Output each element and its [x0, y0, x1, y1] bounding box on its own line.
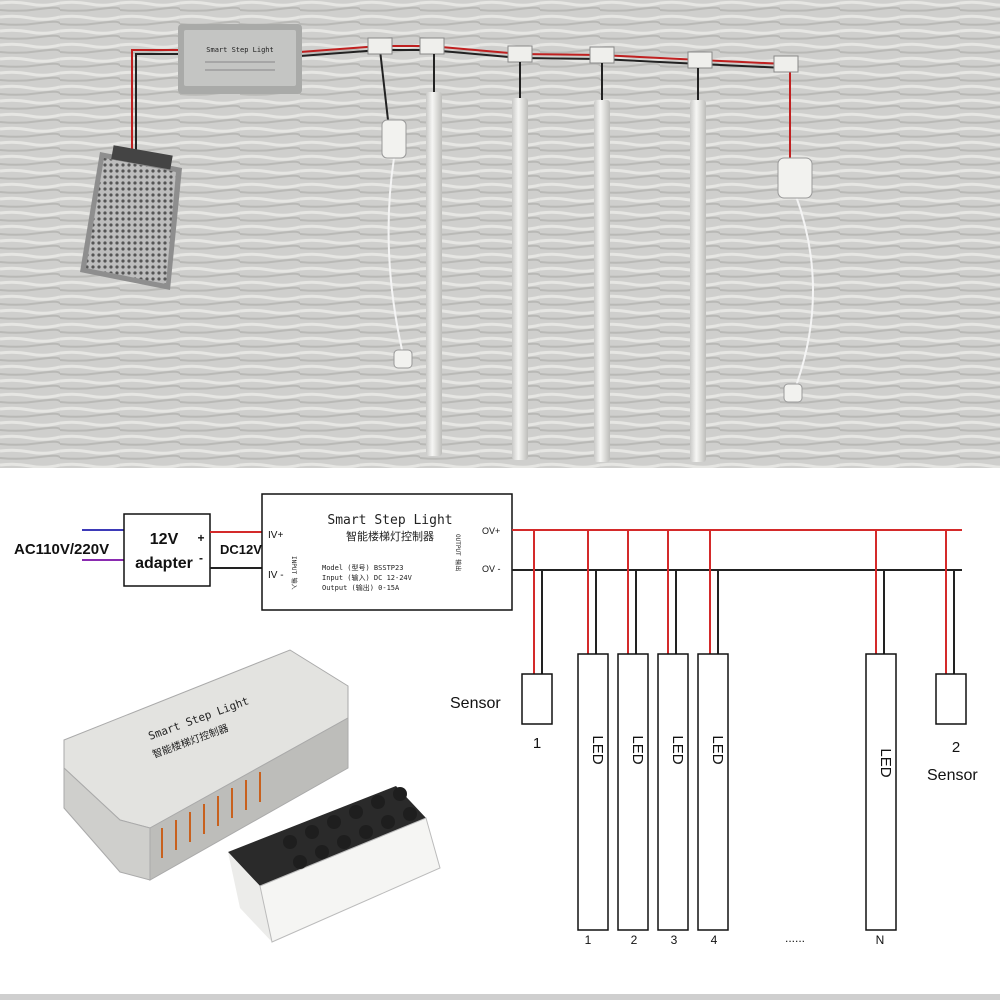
bottom-border [0, 994, 1000, 1000]
remote-button [337, 835, 351, 849]
photo-sensors [381, 119, 813, 403]
led-bar-n [865, 653, 897, 931]
remote-button [393, 787, 407, 801]
led-bar-2-label: LED [629, 735, 646, 764]
installation-photo: Smart Step Light [0, 0, 1000, 468]
led-bar-4 [697, 653, 729, 931]
controller-out-pos: OV+ [482, 526, 500, 536]
led-number-4: 4 [711, 933, 718, 947]
led-number-n: N [876, 933, 885, 947]
adapter-box: 12V adapter + - [123, 513, 211, 587]
photo-controller: Smart Step Light [178, 24, 302, 94]
led-ellipsis: ...... [785, 931, 805, 945]
remote-button [293, 855, 307, 869]
led-number-1: 1 [585, 933, 592, 947]
product-remote [228, 786, 441, 943]
photo-connectors [367, 37, 799, 73]
photo-power-supply [80, 145, 182, 290]
led-bar-3 [657, 653, 689, 931]
remote-button [371, 795, 385, 809]
sensor-1-number: 1 [533, 735, 541, 752]
sensor-1: Sensor 1 [450, 673, 553, 752]
adapter-plus: + [197, 531, 204, 545]
led-number-3: 3 [671, 933, 678, 947]
photo-led-bar [690, 100, 706, 462]
led-bar-n-label: LED [877, 748, 894, 777]
remote-button [349, 805, 363, 819]
controller-spec-1: Model (型号) BSSTP23 [322, 563, 403, 572]
product-controller: Smart Step Light 智能楼梯灯控制器 [63, 649, 349, 881]
sensor-2-label: Sensor [927, 767, 978, 784]
photo-sensor-head [783, 383, 803, 403]
photo-sensor-module [777, 157, 813, 199]
photo-led-bar [512, 98, 528, 460]
led-bar-3-label: LED [669, 735, 686, 764]
led-bar-1-label: LED [589, 735, 606, 764]
controller-title: Smart Step Light [327, 513, 452, 528]
led-numbers: 1 2 3 4 N ...... [585, 931, 885, 947]
adapter-line1: 12V [150, 531, 179, 548]
controller-spec-2: Input (输入) DC 12-24V [322, 573, 413, 582]
controller-out-neg: OV - [482, 564, 501, 574]
photo-led-bar [594, 100, 610, 462]
controller-in-pos: IV+ [268, 530, 283, 541]
controller-box: Smart Step Light 智能楼梯灯控制器 IV+ IV - INPUT… [261, 493, 513, 611]
adapter-line2: adapter [135, 555, 193, 572]
dc-wires [210, 531, 262, 569]
ac-input-wires [82, 529, 124, 561]
photo-sensor-module [381, 119, 407, 159]
sensor-2: 2 Sensor [927, 673, 978, 784]
remote-button [381, 815, 395, 829]
led-bar-4-label: LED [709, 735, 726, 764]
photo-led-bars [426, 54, 706, 462]
photo-led-bar [426, 92, 442, 456]
sensor-2-number: 2 [952, 739, 960, 756]
remote-button [283, 835, 297, 849]
wiring-diagram: AC110V/220V 12V adapter + - DC12V Smart … [0, 493, 1000, 1000]
controller-output-side: OUTPUT 输出 [454, 534, 462, 571]
sensor-1-label: Sensor [450, 695, 501, 712]
controller-title-cn: 智能楼梯灯控制器 [346, 529, 434, 543]
photo-controller-label: Smart Step Light [206, 46, 273, 54]
led-bar-1 [577, 653, 609, 931]
led-number-2: 2 [631, 933, 638, 947]
controller-spec-3: Output (输出) 0-15A [322, 583, 400, 592]
output-buses [512, 529, 962, 674]
remote-button [327, 815, 341, 829]
dc-label: DC12V [220, 542, 262, 557]
led-bar-2 [617, 653, 649, 931]
remote-button [359, 825, 373, 839]
remote-button [305, 825, 319, 839]
remote-button [403, 807, 417, 821]
adapter-minus: - [199, 551, 203, 565]
led-bars: LED LED LED LED LED [577, 653, 897, 931]
photo-sensor-head [393, 349, 413, 369]
controller-in-neg: IV - [268, 570, 284, 581]
remote-button [315, 845, 329, 859]
ac-input-label: AC110V/220V [14, 541, 109, 558]
controller-input-side: INPUT 输入 [290, 556, 298, 590]
